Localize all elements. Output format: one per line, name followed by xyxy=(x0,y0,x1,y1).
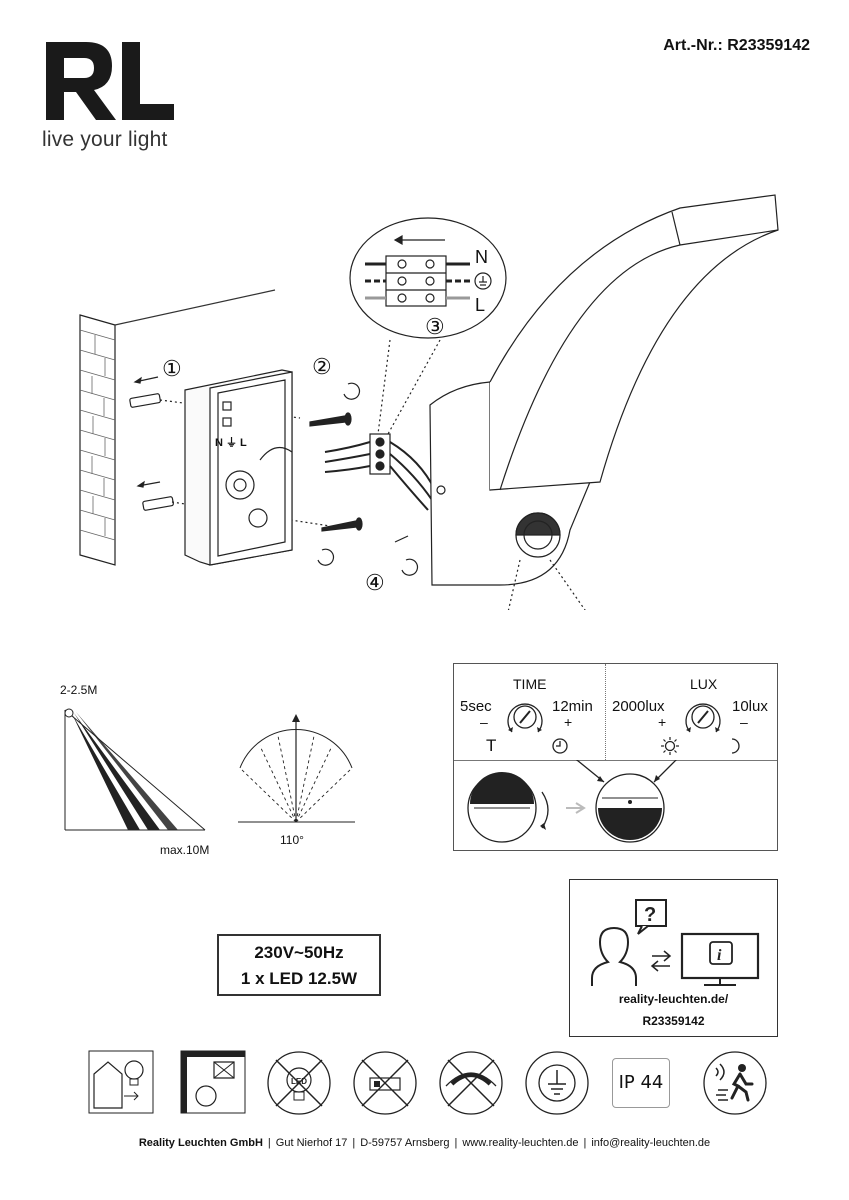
brick-wall xyxy=(79,289,276,566)
indoor-outdoor-bulb-icon xyxy=(88,1050,154,1114)
sun-icon xyxy=(661,737,679,755)
time-max: 12min xyxy=(552,698,593,715)
no-direct-view-icon xyxy=(180,1050,246,1114)
time-dial-icon xyxy=(507,703,543,733)
article-number: Art.-Nr.: R23359142 xyxy=(663,37,810,54)
step-4-label: ④ xyxy=(365,570,385,595)
time-minus: – xyxy=(480,714,488,730)
range-label: max.10M xyxy=(160,843,209,857)
lux-dial-icon xyxy=(685,703,721,733)
logo xyxy=(46,42,174,120)
clock-icon xyxy=(552,738,568,754)
step-3-label: ③ xyxy=(425,314,445,339)
svg-text:?: ? xyxy=(644,904,656,926)
screws xyxy=(309,412,363,532)
svg-text:i: i xyxy=(717,947,722,964)
time-plus: + xyxy=(564,714,573,730)
sensor-head-illustration xyxy=(467,760,677,843)
detection-range-diagram: 2-2.5M max.10M xyxy=(60,683,209,857)
lux-minus: – xyxy=(740,714,748,730)
time-min: 5sec xyxy=(460,698,492,715)
footer-website[interactable]: www.reality-leuchten.de xyxy=(462,1137,579,1149)
detection-angle-diagram: 110° xyxy=(238,714,355,847)
lux-max: 10lux xyxy=(732,698,768,715)
lux-plus: + xyxy=(658,714,667,730)
info-url[interactable]: reality-leuchten.de/ xyxy=(618,992,729,1006)
footer: Reality Leuchten GmbH|Gut Nierhof 17|D-5… xyxy=(138,1137,711,1149)
time-short-symbol: T xyxy=(486,736,497,755)
led-not-replaceable-icon: LED xyxy=(267,1051,331,1115)
angle-label: 110° xyxy=(280,833,304,847)
step-2-label: ② xyxy=(312,354,332,379)
info-article-code: R23359142 xyxy=(642,1014,705,1028)
ip-rating-icon: IP 44 xyxy=(612,1058,670,1108)
protection-class-1-icon xyxy=(525,1051,589,1115)
lux-min: 2000lux xyxy=(612,698,665,715)
installation-diagram: ① N ⏚ L ② xyxy=(79,194,779,610)
led-spec: 1 x LED 12.5W xyxy=(240,969,358,988)
lux-label: LUX xyxy=(690,676,718,692)
driver-not-replaceable-icon xyxy=(353,1051,417,1115)
step-1-label: ① xyxy=(162,356,182,381)
tagline: live your light xyxy=(42,128,168,151)
footer-city: D-59757 Arnsberg xyxy=(360,1137,450,1149)
terminal-block xyxy=(324,433,436,511)
footer-email[interactable]: info@reality-leuchten.de xyxy=(591,1137,711,1149)
online-info-icon: ? i xyxy=(591,899,760,986)
online-info-box: ? i reality-leuchten.de/ R23359142 xyxy=(569,879,778,1037)
time-label: TIME xyxy=(513,676,547,692)
footer-company: Reality Leuchten GmbH xyxy=(138,1137,263,1149)
mounting-plate: N ⏚ L xyxy=(184,369,293,566)
svg-text:N ⏚ L: N ⏚ L xyxy=(215,436,247,449)
svg-text:LED: LED xyxy=(291,1077,307,1086)
specification-box: 230V~50Hz 1 x LED 12.5W xyxy=(217,934,381,996)
wiring-detail: ③ xyxy=(349,217,507,435)
moon-icon xyxy=(731,738,740,754)
voltage-spec: 230V~50Hz xyxy=(254,943,344,962)
footer-address: Gut Nierhof 17 xyxy=(275,1137,348,1149)
wire-label-l: L xyxy=(475,295,485,315)
wire-label-n: N xyxy=(475,247,488,267)
mount-height-label: 2-2.5M xyxy=(60,683,97,697)
sensor-settings-panel: TIME 5sec 12min – + T LUX 2000lux 10lux … xyxy=(453,663,778,851)
motion-sensor-icon xyxy=(703,1051,767,1115)
wall-lamp xyxy=(429,194,779,610)
certification-icon-row: LED IP 44 xyxy=(88,1050,778,1120)
not-dimmable-icon xyxy=(439,1051,503,1115)
